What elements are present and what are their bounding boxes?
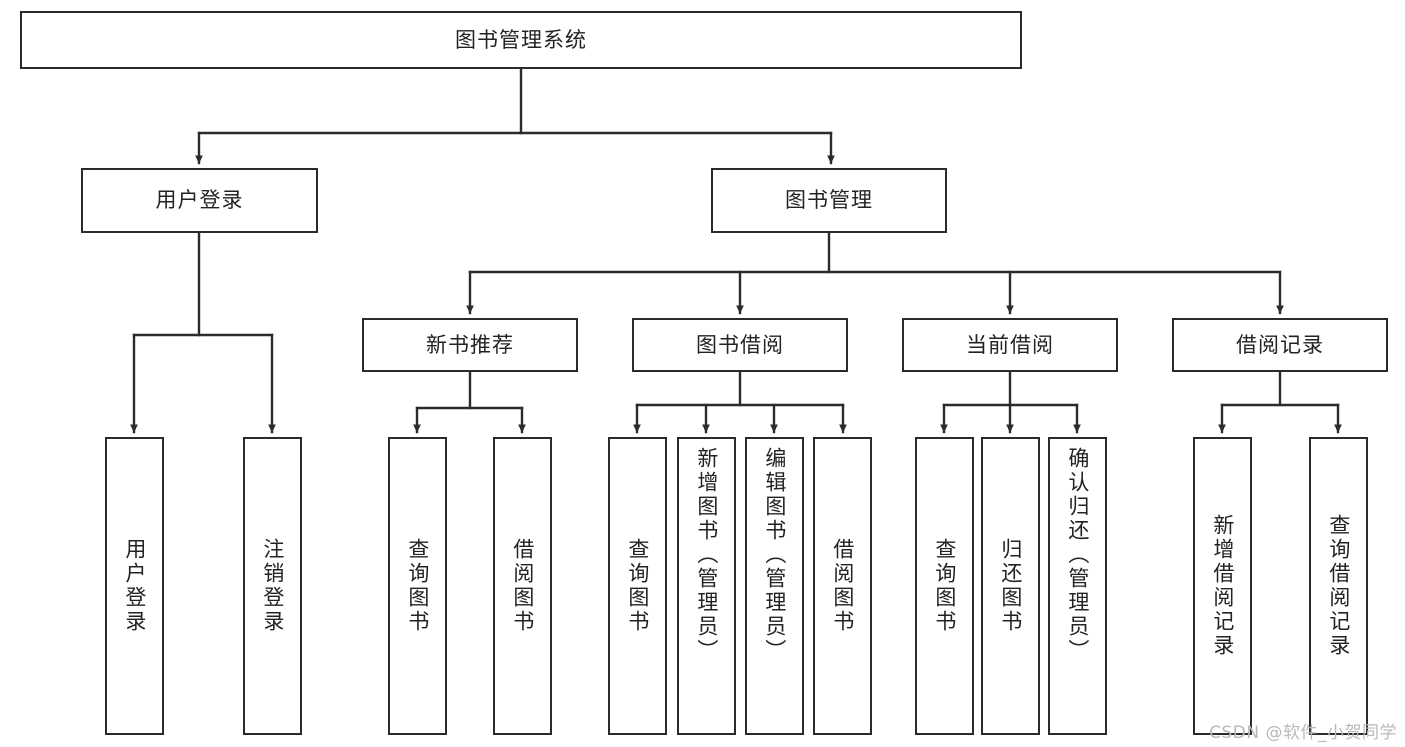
node-leaf-logout-login-label: 注销登录 — [260, 538, 285, 634]
node-leaf-add-record[interactable]: 新增借阅记录 — [1193, 437, 1252, 735]
node-book-borrow-label: 图书借阅 — [696, 332, 784, 357]
node-root-label: 图书管理系统 — [455, 27, 587, 52]
node-leaf-query-book-2-label: 查询图书 — [625, 538, 650, 634]
node-leaf-confirm-return-label: 确认归还（管理员） — [1065, 447, 1090, 663]
node-leaf-borrow-book-2-label: 借阅图书 — [830, 538, 855, 634]
node-leaf-query-book-3-label: 查询图书 — [932, 538, 957, 634]
node-leaf-query-book-1-label: 查询图书 — [405, 538, 430, 634]
node-new-book-rec-label: 新书推荐 — [426, 332, 514, 357]
node-leaf-query-book-2[interactable]: 查询图书 — [608, 437, 667, 735]
node-leaf-query-record-label: 查询借阅记录 — [1326, 514, 1351, 658]
node-leaf-edit-book-label: 编辑图书（管理员） — [762, 447, 787, 663]
node-leaf-user-login-label: 用户登录 — [122, 538, 147, 634]
node-book-manage-label: 图书管理 — [785, 188, 873, 213]
node-leaf-borrow-book-2[interactable]: 借阅图书 — [813, 437, 872, 735]
node-leaf-user-login[interactable]: 用户登录 — [105, 437, 164, 735]
node-leaf-borrow-book-1-label: 借阅图书 — [510, 538, 535, 634]
node-current-borrow-label: 当前借阅 — [966, 332, 1054, 357]
node-current-borrow[interactable]: 当前借阅 — [902, 318, 1118, 372]
node-borrow-record-label: 借阅记录 — [1236, 332, 1324, 357]
node-user-login[interactable]: 用户登录 — [81, 168, 318, 233]
node-borrow-record[interactable]: 借阅记录 — [1172, 318, 1388, 372]
node-leaf-return-book-label: 归还图书 — [998, 538, 1023, 634]
node-leaf-add-book[interactable]: 新增图书（管理员） — [677, 437, 736, 735]
node-leaf-query-book-3[interactable]: 查询图书 — [915, 437, 974, 735]
node-leaf-edit-book[interactable]: 编辑图书（管理员） — [745, 437, 804, 735]
node-book-manage[interactable]: 图书管理 — [711, 168, 947, 233]
node-leaf-add-book-label: 新增图书（管理员） — [694, 447, 719, 663]
node-leaf-logout-login[interactable]: 注销登录 — [243, 437, 302, 735]
node-user-login-label: 用户登录 — [155, 188, 244, 213]
node-leaf-borrow-book-1[interactable]: 借阅图书 — [493, 437, 552, 735]
node-new-book-rec[interactable]: 新书推荐 — [362, 318, 578, 372]
node-leaf-return-book[interactable]: 归还图书 — [981, 437, 1040, 735]
node-leaf-confirm-return[interactable]: 确认归还（管理员） — [1048, 437, 1107, 735]
node-root[interactable]: 图书管理系统 — [20, 11, 1022, 69]
node-leaf-add-record-label: 新增借阅记录 — [1210, 514, 1235, 658]
csdn-watermark: CSDN @软件_小贺同学 — [1209, 723, 1397, 743]
node-leaf-query-book-1[interactable]: 查询图书 — [388, 437, 447, 735]
node-book-borrow[interactable]: 图书借阅 — [632, 318, 848, 372]
node-leaf-query-record[interactable]: 查询借阅记录 — [1309, 437, 1368, 735]
